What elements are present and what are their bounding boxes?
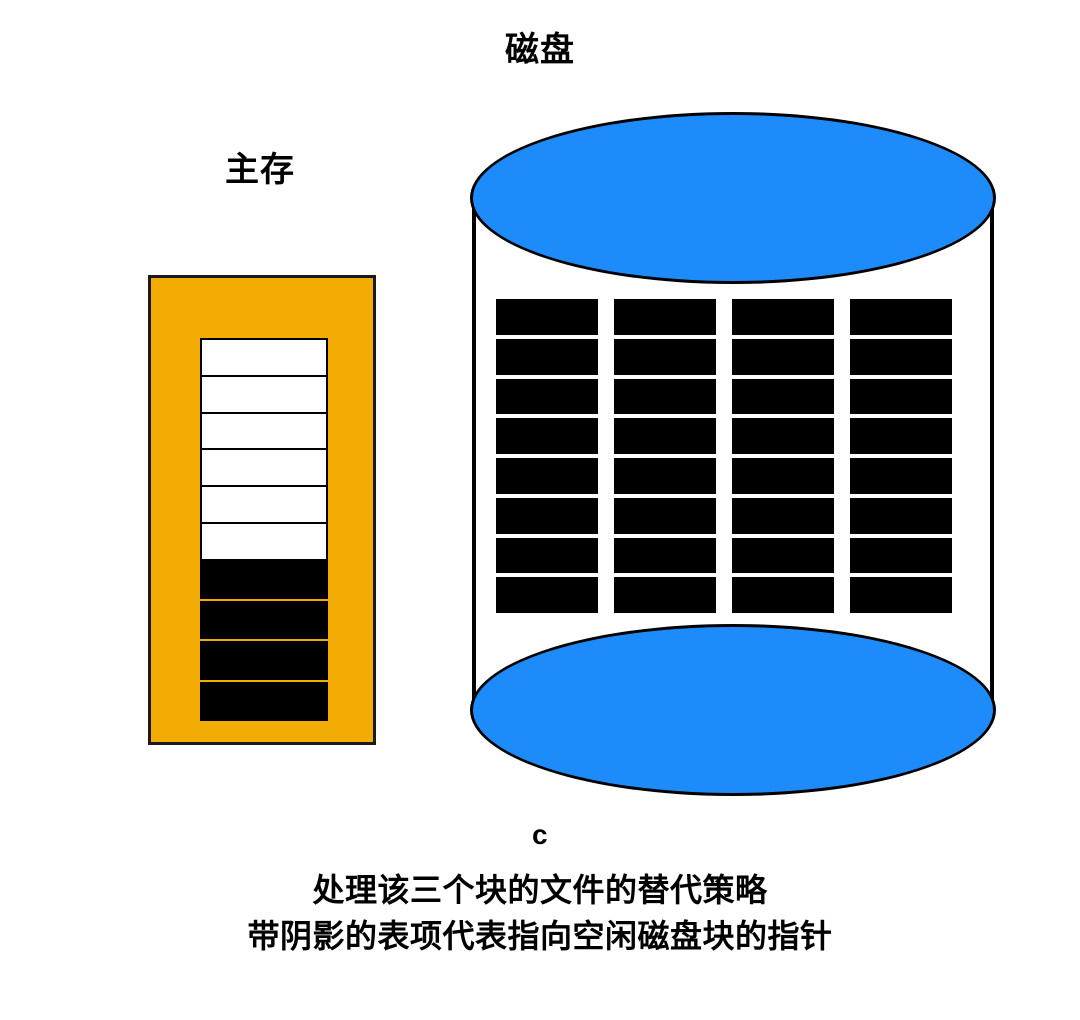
disk-block — [850, 418, 952, 454]
disk-block — [614, 577, 716, 613]
disk-block — [614, 497, 716, 534]
memory-entry-shaded — [200, 559, 328, 599]
disk-block — [614, 338, 716, 375]
disk-block — [732, 497, 834, 534]
disk-block — [732, 577, 834, 613]
disk-block-column — [732, 299, 834, 613]
caption-line-2: 带阴影的表项代表指向空闲磁盘块的指针 — [247, 918, 833, 954]
memory-entry-shaded — [200, 682, 328, 721]
disk-block-column — [496, 299, 598, 613]
disk-block — [614, 537, 716, 574]
memory-entry-shaded — [200, 641, 328, 681]
memory-entry-free — [200, 521, 328, 561]
disk-block — [850, 537, 952, 574]
disk-block — [732, 378, 834, 415]
memory-entry-free — [200, 448, 328, 488]
disk-block — [732, 458, 834, 494]
memory-entry-free — [200, 411, 328, 451]
disk-block — [732, 299, 834, 335]
cylinder-top-ellipse — [470, 112, 996, 284]
disk-block — [732, 537, 834, 574]
disk-block — [496, 577, 598, 613]
memory-entry-shaded — [200, 600, 328, 640]
disk-block — [614, 299, 716, 335]
disk-block — [496, 338, 598, 375]
disk-block-column — [614, 299, 716, 613]
disk-block — [614, 418, 716, 454]
disk-block — [496, 537, 598, 574]
figure-caption: c 处理该三个块的文件的替代策略 带阴影的表项代表指向空闲磁盘块的指针 — [0, 818, 1080, 958]
caption-line-1: 处理该三个块的文件的替代策略 — [312, 872, 768, 908]
disk-block — [614, 458, 716, 494]
disk-block — [732, 418, 834, 454]
disk-block-grid — [496, 299, 952, 613]
disk-block-column — [850, 299, 952, 613]
main-memory-label: 主存 — [225, 151, 295, 189]
disk-block — [732, 338, 834, 375]
disk-block — [496, 418, 598, 454]
caption-letter: c — [531, 819, 549, 850]
disk-block — [850, 338, 952, 375]
disk-block — [850, 378, 952, 415]
disk-label: 磁盘 — [505, 31, 575, 69]
disk-block — [496, 299, 598, 335]
disk-block — [850, 577, 952, 613]
memory-entry-free — [200, 485, 328, 524]
disk-block — [496, 458, 598, 494]
memory-entry-free — [200, 338, 328, 377]
memory-entry-free — [200, 374, 328, 414]
disk-block — [850, 458, 952, 494]
disk-block — [850, 299, 952, 335]
disk-block — [614, 378, 716, 415]
disk-block — [850, 497, 952, 534]
disk-block — [496, 378, 598, 415]
memory-entry-table — [200, 338, 328, 722]
disk-block — [496, 497, 598, 534]
disk-cylinder — [468, 112, 998, 798]
cylinder-bottom-ellipse — [470, 624, 996, 796]
